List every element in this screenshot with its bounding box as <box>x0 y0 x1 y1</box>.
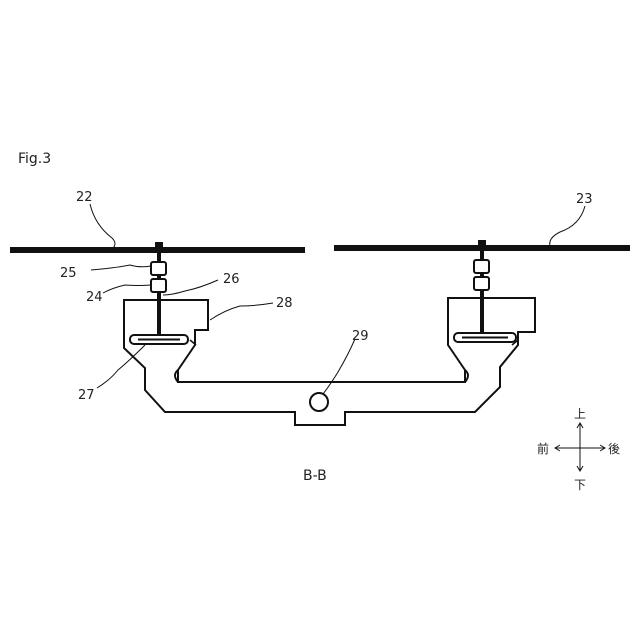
leader-24 <box>103 285 151 293</box>
rotor-hub-left <box>155 242 163 248</box>
leader-29 <box>323 339 355 394</box>
hub-circle <box>310 393 328 411</box>
upper-block-left <box>151 262 166 275</box>
leader-22 <box>90 204 115 249</box>
label-28: 28 <box>276 296 293 311</box>
label-25: 25 <box>60 266 77 281</box>
rotor-hub-right <box>478 240 486 246</box>
label-23: 23 <box>576 192 593 207</box>
figure-title: Fig.3 <box>18 151 51 167</box>
shaft-assembly-right <box>474 250 489 336</box>
motor-plate-left-line <box>138 339 180 341</box>
label-24: 24 <box>86 290 103 305</box>
direction-up: 上 <box>574 407 586 421</box>
lower-block-left <box>151 279 166 292</box>
shaft-right <box>480 290 484 336</box>
direction-compass <box>555 423 605 471</box>
direction-front: 前 <box>537 441 549 456</box>
leader-23 <box>550 206 585 246</box>
label-26: 26 <box>223 272 240 287</box>
label-29: 29 <box>352 329 369 344</box>
shaft-left <box>157 292 161 337</box>
motor-plate-right-line <box>462 337 508 339</box>
leader-26 <box>163 280 218 295</box>
leader-28 <box>210 303 273 320</box>
lower-block-right <box>474 277 489 290</box>
leader-25 <box>91 265 151 270</box>
label-27: 27 <box>78 388 95 403</box>
frame-outline <box>124 298 535 425</box>
upper-block-right <box>474 260 489 273</box>
section-label: B-B <box>303 468 327 484</box>
direction-down: 下 <box>574 478 586 492</box>
direction-back: 後 <box>608 442 620 456</box>
leader-27 <box>97 345 145 388</box>
label-22: 22 <box>76 190 93 205</box>
